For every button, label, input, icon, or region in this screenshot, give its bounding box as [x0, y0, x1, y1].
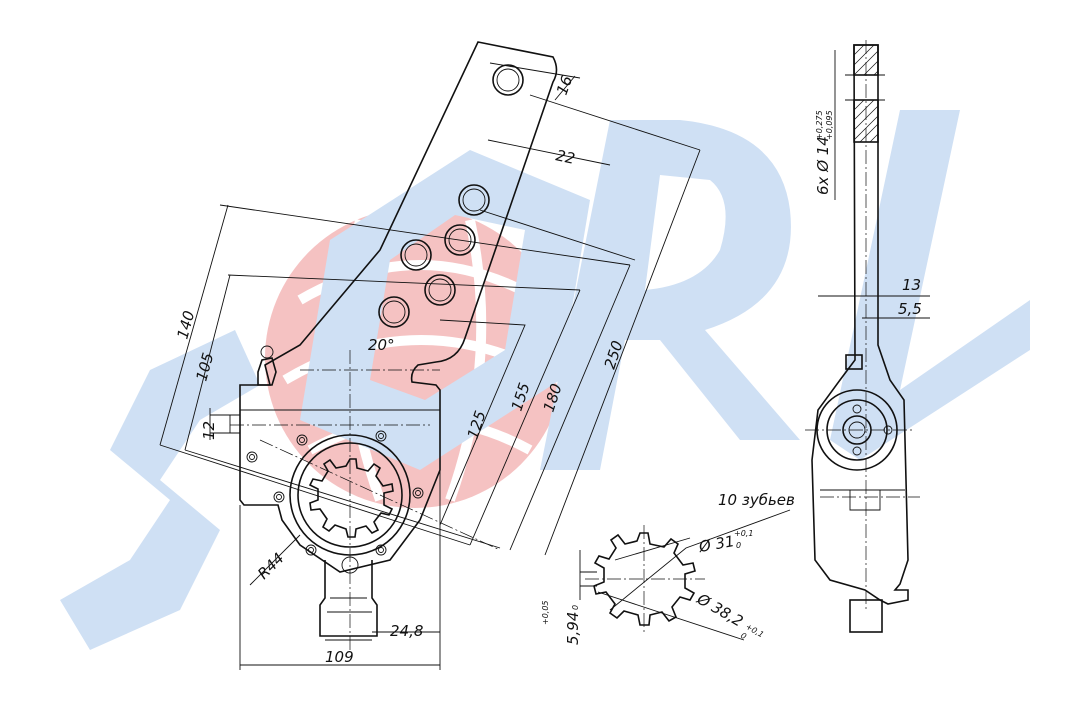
dim-140: 140	[173, 309, 198, 341]
clevis	[319, 560, 378, 637]
dim-5-94: 5,94	[564, 612, 582, 645]
dim-5-94-tol: +0,05	[541, 600, 550, 625]
dim-31-tol: +0,1	[734, 529, 753, 538]
dim-holes-tol: +0,275	[815, 110, 824, 140]
grease-nipple-cap	[260, 345, 274, 359]
dim-5-5: 5,5	[898, 300, 922, 318]
dim-20deg: 20°	[368, 336, 395, 354]
plug	[229, 414, 241, 434]
dim-31-tol-low: 0	[736, 541, 741, 550]
side-grease-nipple	[845, 354, 863, 370]
dim-12: 12	[200, 421, 218, 440]
spline-section	[579, 509, 791, 641]
dim-109: 109	[325, 648, 354, 666]
watermark-letters	[60, 110, 1030, 650]
side-view	[805, 40, 930, 633]
arm-holes	[378, 64, 524, 328]
housing-bolts	[246, 430, 424, 556]
dim-38-2-tol-low: 0	[739, 631, 748, 641]
dim-38-2: Ø 38,2	[693, 589, 746, 630]
lever-arm	[239, 41, 558, 573]
side-profile	[811, 44, 909, 605]
dim-13: 13	[902, 276, 921, 294]
spline-profile	[593, 532, 696, 626]
dim-22: 22	[554, 146, 576, 168]
dim-31: Ø 31	[697, 532, 736, 556]
dim-5-94-low: 0	[571, 605, 580, 610]
side-clevis	[849, 599, 883, 633]
dim-r44: R44	[254, 549, 288, 583]
grease-nipple	[257, 357, 277, 386]
dim-38-2-tol: +0,1	[744, 622, 765, 640]
dim-teeth: 10 зубьев	[718, 491, 795, 509]
splined-bore	[308, 458, 394, 538]
dim-24-8: 24,8	[390, 622, 423, 640]
dim-16: 16	[553, 73, 576, 97]
dim-holes: 6x Ø 14	[814, 136, 832, 195]
main-view	[229, 41, 558, 650]
dim-holes-tol-low: +0,095	[825, 110, 834, 140]
main-dimensions	[159, 62, 701, 670]
